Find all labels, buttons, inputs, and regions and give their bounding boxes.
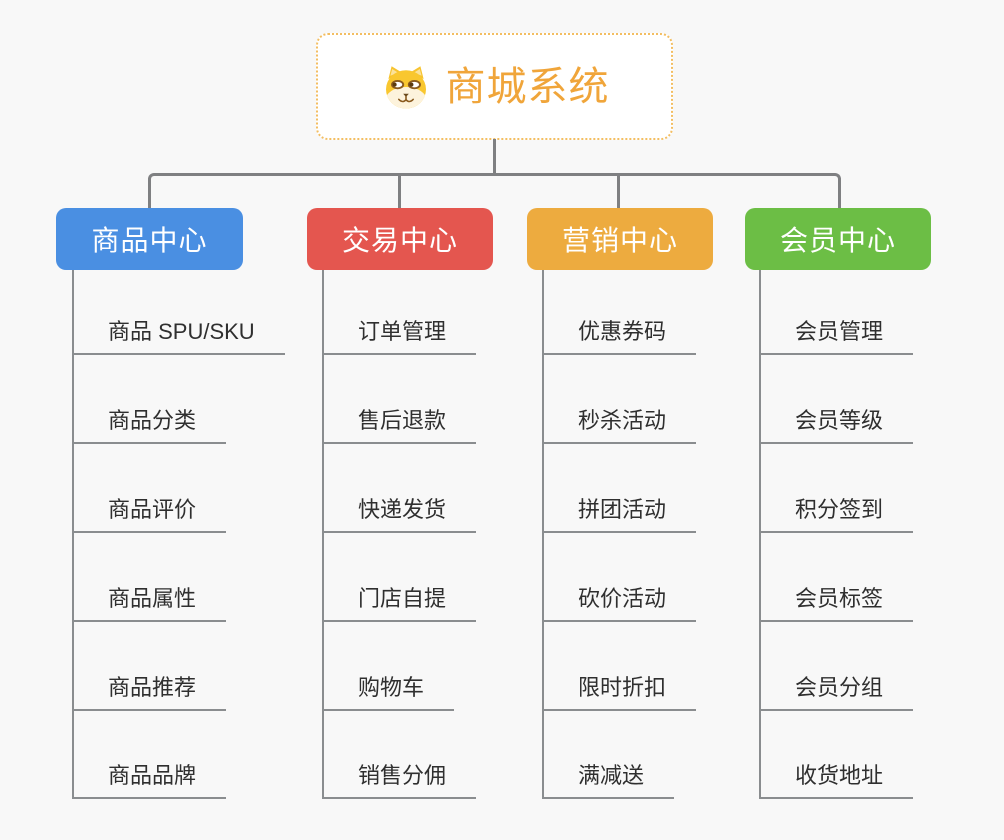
root-title: 商城系统 (445, 64, 610, 109)
branch-drop-connector (398, 176, 401, 209)
leaf-node[interactable]: 秒杀活动 (544, 410, 697, 444)
branch-node-member-center[interactable]: 会员中心 (745, 208, 931, 270)
leaf-node[interactable]: 商品分类 (74, 410, 227, 444)
leaf-node[interactable]: 商品属性 (74, 588, 227, 622)
leaf-node[interactable]: 商品评价 (74, 499, 227, 533)
branch-rail-connector (148, 173, 841, 209)
branch-node-product-center[interactable]: 商品中心 (56, 208, 243, 270)
leaf-node[interactable]: 销售分佣 (324, 765, 477, 799)
leaf-node[interactable]: 砍价活动 (544, 588, 697, 622)
leaf-node[interactable]: 会员标签 (761, 588, 914, 622)
leaf-node[interactable]: 门店自提 (324, 588, 477, 622)
leaf-node[interactable]: 商品品牌 (74, 765, 227, 799)
root-node[interactable]: 商城系统 (316, 33, 673, 140)
branch-node-trade-center[interactable]: 交易中心 (307, 208, 493, 270)
branch-node-marketing-center[interactable]: 营销中心 (527, 208, 713, 270)
leaf-node[interactable]: 会员管理 (761, 321, 914, 355)
leaf-node[interactable]: 积分签到 (761, 499, 914, 533)
branch-children-member: 会员管理 会员等级 积分签到 会员标签 会员分组 收货地址 (759, 270, 914, 799)
leaf-node[interactable]: 商品推荐 (74, 677, 227, 711)
leaf-node[interactable]: 优惠券码 (544, 321, 697, 355)
leaf-node[interactable]: 快递发货 (324, 499, 477, 533)
leaf-node[interactable]: 会员分组 (761, 677, 914, 711)
leaf-node[interactable]: 售后退款 (324, 410, 477, 444)
leaf-node[interactable]: 商品 SPU/SKU (74, 321, 285, 355)
leaf-node[interactable]: 满减送 (544, 765, 675, 799)
branch-drop-connector (617, 176, 620, 209)
leaf-node[interactable]: 订单管理 (324, 321, 477, 355)
leaf-node[interactable]: 会员等级 (761, 410, 914, 444)
leaf-node[interactable]: 购物车 (324, 677, 455, 711)
branch-children-trade: 订单管理 售后退款 快递发货 门店自提 购物车 销售分佣 (322, 270, 477, 799)
root-stem-connector (493, 139, 496, 176)
leaf-node[interactable]: 拼团活动 (544, 499, 697, 533)
leaf-node[interactable]: 收货地址 (761, 765, 914, 799)
leaf-node[interactable]: 限时折扣 (544, 677, 697, 711)
branch-children-product: 商品 SPU/SKU 商品分类 商品评价 商品属性 商品推荐 商品品牌 (72, 270, 285, 799)
branch-children-marketing: 优惠券码 秒杀活动 拼团活动 砍价活动 限时折扣 满减送 (542, 270, 697, 799)
shiba-dog-icon (385, 65, 426, 109)
